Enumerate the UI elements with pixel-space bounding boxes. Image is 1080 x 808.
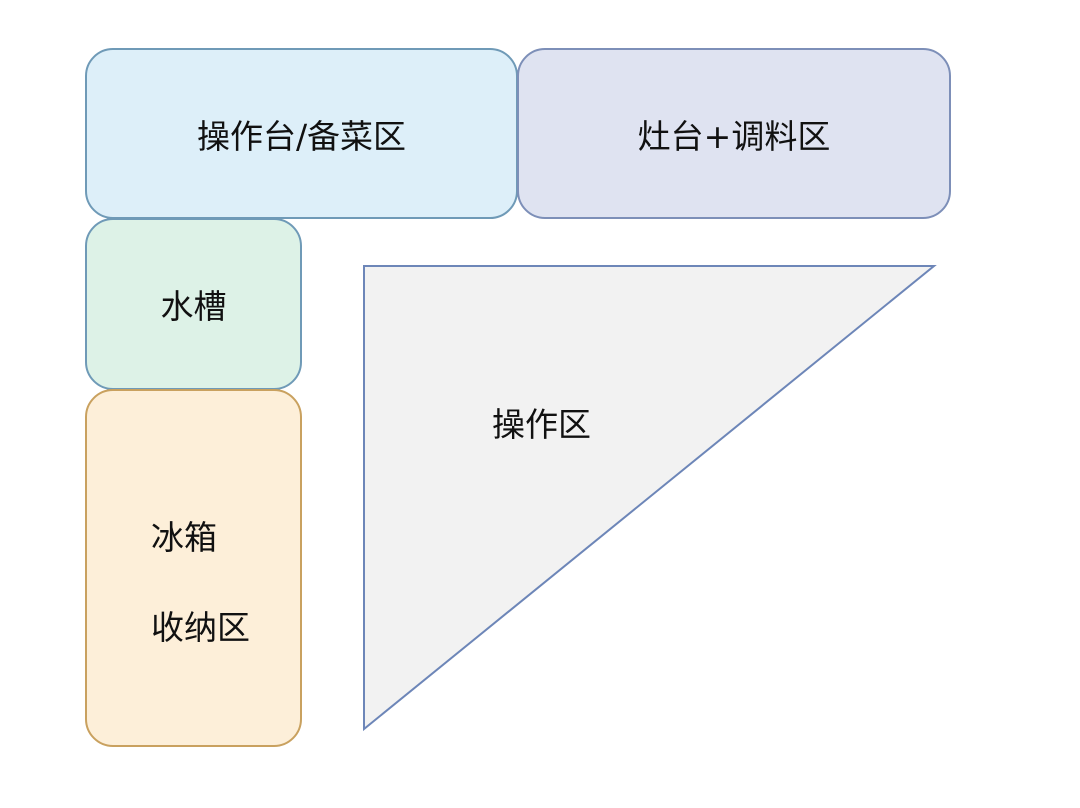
- storage-label: 收纳区: [151, 608, 250, 647]
- prep-counter-zone: 操作台/备菜区: [85, 48, 518, 219]
- prep-counter-label: 操作台/备菜区: [196, 116, 407, 156]
- fridge-label: 冰箱: [151, 518, 217, 557]
- work-triangle: [363, 265, 937, 732]
- fridge-storage-zone: 冰箱 收纳区: [85, 389, 302, 747]
- stove-seasoning-label: 灶台+调料区: [637, 116, 831, 156]
- work-zone-label: 操作区: [492, 405, 591, 444]
- stove-seasoning-zone: 灶台+调料区: [517, 48, 951, 219]
- sink-zone: 水槽: [85, 218, 302, 390]
- sink-label: 水槽: [160, 287, 227, 326]
